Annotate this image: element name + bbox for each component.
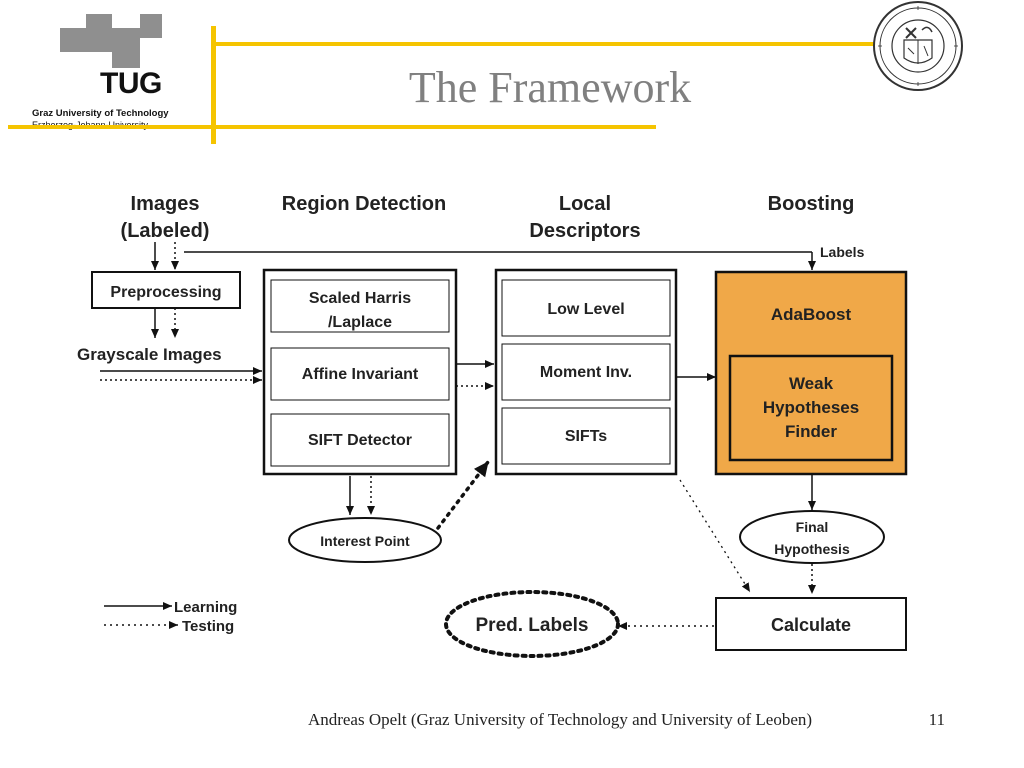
descriptors-to-calculate-testing — [679, 479, 751, 593]
region-item-affine-invariant — [270, 347, 450, 401]
final-hypothesis-label-1: Final — [796, 519, 829, 535]
final-hypothesis-label-2: Hypothesis — [774, 541, 850, 557]
legend-testing-label: Testing — [182, 618, 234, 635]
header-boosting: Boosting — [768, 193, 855, 215]
legend-learning-label: Learning — [174, 599, 237, 616]
descriptor-low-level-label: Low Level — [547, 301, 624, 318]
logo-university-name: Graz University of Technology — [32, 108, 169, 119]
accent-vertical-line — [211, 26, 216, 144]
region-item-affine-label: Affine Invariant — [302, 366, 419, 383]
grayscale-images-label: Grayscale Images — [77, 345, 222, 364]
weak-hypotheses-finder-box — [728, 354, 894, 462]
page-title: The Framework — [408, 63, 692, 112]
calculate-box — [715, 597, 907, 651]
calculate-label: Calculate — [771, 615, 851, 635]
final-hypothesis-ellipse — [739, 510, 885, 564]
header-labeled: (Labeled) — [121, 220, 210, 242]
descriptor-item-sifts — [501, 407, 671, 465]
descriptor-moment-inv-label: Moment Inv. — [540, 364, 632, 381]
weak-label-3: Finder — [785, 422, 837, 441]
region-item-sift-detector — [270, 413, 450, 467]
header-region-detection: Region Detection — [282, 193, 446, 215]
university-of-leoben-seal-icon — [868, 0, 968, 92]
labels-text: Labels — [820, 244, 865, 260]
descriptor-sifts-label: SIFTs — [565, 428, 607, 445]
framework-diagram: Images (Labeled) Region Detection Local … — [77, 193, 908, 658]
accent-top-line — [214, 42, 874, 46]
header-images: Images — [131, 193, 200, 215]
tug-logo: TUG Graz University of Technology Erzher… — [8, 10, 208, 135]
accent-bottom-line — [8, 125, 656, 129]
weak-label-2: Hypotheses — [763, 398, 859, 417]
interest-point-ellipse — [288, 517, 442, 563]
adaboost-label: AdaBoost — [771, 305, 852, 324]
descriptor-item-moment-inv — [501, 343, 671, 401]
footer-author: Andreas Opelt (Graz University of Techno… — [307, 710, 813, 729]
region-item-sift-label: SIFT Detector — [308, 432, 412, 449]
interest-point-label: Interest Point — [320, 533, 410, 549]
descriptor-item-low-level — [501, 279, 671, 337]
preprocessing-label: Preprocessing — [110, 284, 221, 301]
weak-label-1: Weak — [789, 374, 834, 393]
interest-to-descriptors-arrow — [436, 460, 490, 530]
pred-labels-label: Pred. Labels — [476, 615, 589, 636]
region-item-harris-laplace — [270, 279, 450, 333]
header-descriptors: Descriptors — [529, 220, 640, 242]
logo-abbreviation: TUG — [100, 67, 162, 100]
header-local: Local — [559, 193, 611, 215]
preprocessing-box — [91, 271, 241, 309]
region-item-harris-label-2: /Laplace — [328, 314, 392, 331]
region-item-harris-label-1: Scaled Harris — [309, 290, 411, 307]
pred-labels-ellipse — [444, 590, 620, 658]
page-number: 11 — [928, 710, 945, 729]
